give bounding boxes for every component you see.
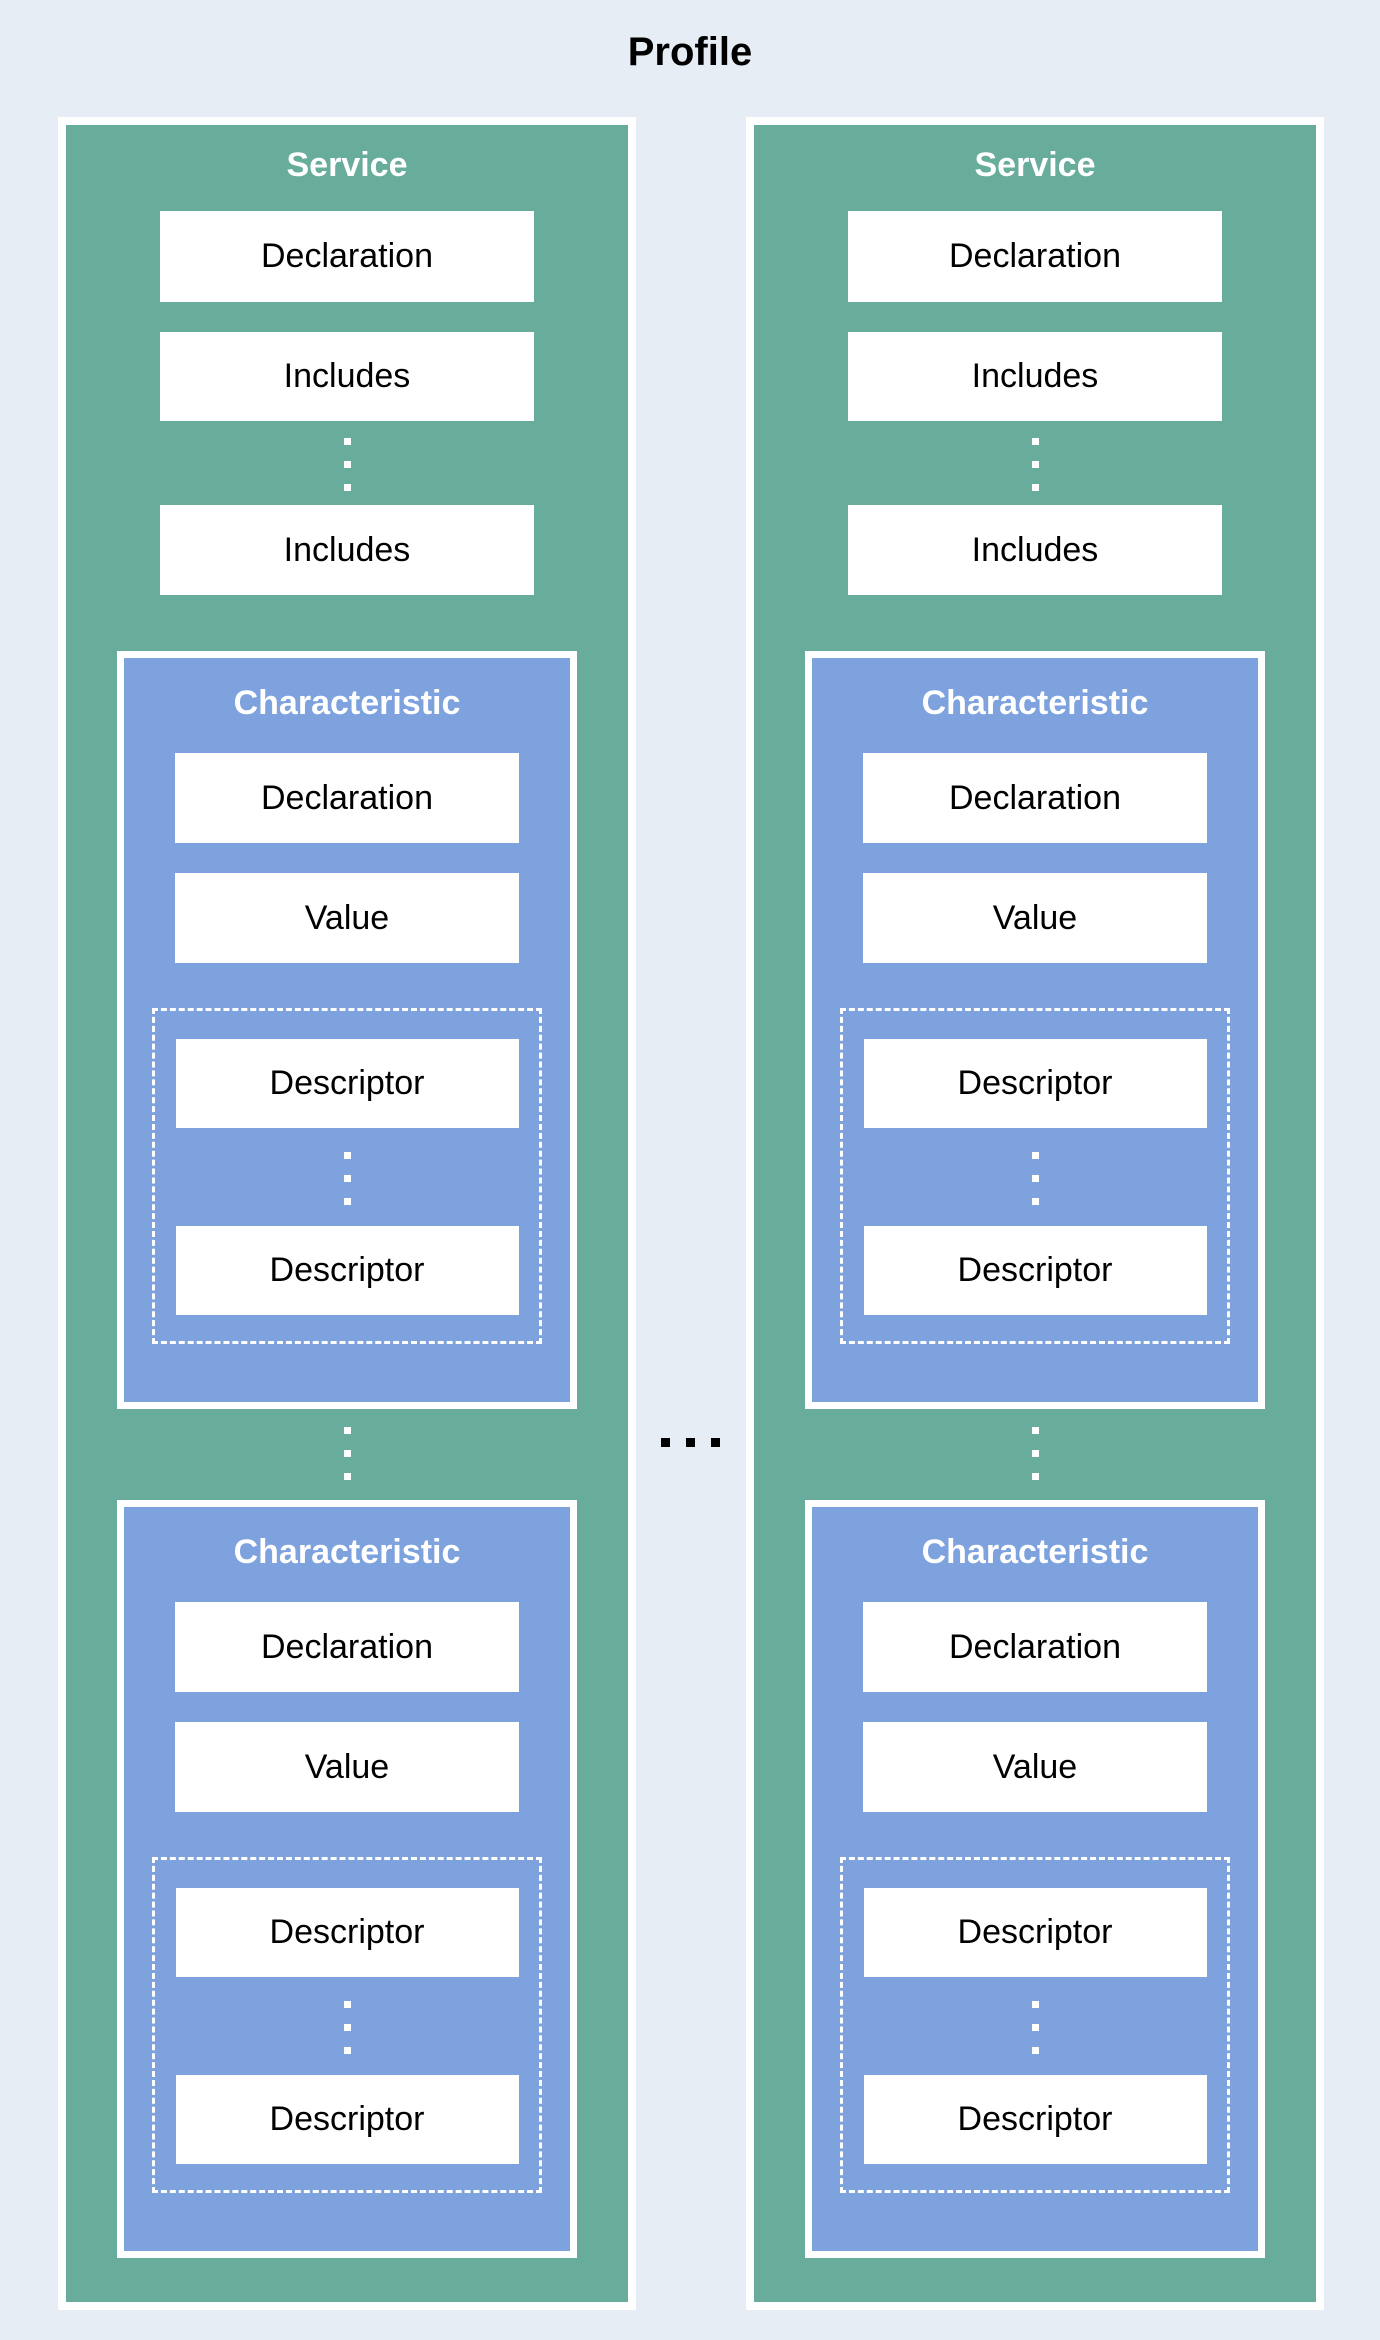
service-includes-box: Includes: [848, 505, 1222, 595]
characteristic-declaration-box: Declaration: [175, 1602, 519, 1692]
descriptor-box: Descriptor: [175, 1888, 519, 1977]
service-header: Service: [286, 146, 408, 184]
ellipsis-dot: [1031, 1427, 1039, 1434]
characteristic-declaration-box: Declaration: [175, 753, 519, 843]
service-includes-box: Includes: [160, 332, 534, 421]
service-includes-box: Includes: [848, 332, 1222, 421]
characteristic-block-2: Characteristic Declaration Value Descrip…: [117, 1500, 577, 2258]
characteristic-header: Characteristic: [233, 1533, 461, 1571]
vertical-ellipsis-icon: [343, 421, 351, 505]
ellipsis-dot: [343, 2001, 351, 2008]
service-panel-1: Service Declaration Includes Includes Ch…: [58, 117, 636, 2310]
ellipsis-dot: [710, 1438, 720, 1447]
characteristic-value-box: Value: [863, 1722, 1207, 1812]
ellipsis-dot: [343, 1427, 351, 1434]
characteristic-declaration-box: Declaration: [863, 1602, 1207, 1692]
profile-title: Profile: [627, 30, 753, 74]
descriptor-group: Descriptor Descriptor: [152, 1857, 542, 2193]
service-includes-box: Includes: [160, 505, 534, 595]
ellipsis-dot: [1031, 1198, 1039, 1205]
ellipsis-dot: [1031, 438, 1039, 445]
ellipsis-dot: [343, 1198, 351, 1205]
vertical-ellipsis-icon: [1031, 421, 1039, 505]
descriptor-group: Descriptor Descriptor: [840, 1008, 1230, 1344]
horizontal-ellipsis-icon: [0, 1438, 1380, 1447]
ellipsis-dot: [343, 1175, 351, 1182]
descriptor-box: Descriptor: [175, 1039, 519, 1128]
vertical-ellipsis-icon: [343, 1977, 351, 2075]
service-declaration-box: Declaration: [848, 211, 1222, 302]
ellipsis-dot: [1031, 461, 1039, 468]
ellipsis-dot: [685, 1438, 695, 1447]
ellipsis-dot: [343, 1473, 351, 1480]
characteristic-value-box: Value: [175, 873, 519, 963]
characteristic-block-2: Characteristic Declaration Value Descrip…: [805, 1500, 1265, 2258]
service-header: Service: [974, 146, 1096, 184]
characteristic-value-box: Value: [175, 1722, 519, 1812]
ellipsis-dot: [1031, 1473, 1039, 1480]
vertical-ellipsis-icon: [1031, 1128, 1039, 1226]
ellipsis-dot: [343, 461, 351, 468]
ellipsis-dot: [1031, 2001, 1039, 2008]
characteristic-header: Characteristic: [233, 684, 461, 722]
characteristic-header: Characteristic: [921, 684, 1149, 722]
service-panel-2: Service Declaration Includes Includes Ch…: [746, 117, 1324, 2310]
descriptor-box: Descriptor: [863, 2075, 1207, 2164]
ellipsis-dot: [1031, 1450, 1039, 1457]
vertical-ellipsis-icon: [1031, 1977, 1039, 2075]
descriptor-box: Descriptor: [863, 1226, 1207, 1315]
ellipsis-dot: [343, 484, 351, 491]
characteristic-header: Characteristic: [921, 1533, 1149, 1571]
ellipsis-dot: [1031, 2024, 1039, 2031]
vertical-ellipsis-icon: [343, 1409, 351, 1500]
descriptor-group: Descriptor Descriptor: [152, 1008, 542, 1344]
ellipsis-dot: [343, 438, 351, 445]
descriptor-group: Descriptor Descriptor: [840, 1857, 1230, 2193]
characteristic-declaration-box: Declaration: [863, 753, 1207, 843]
descriptor-box: Descriptor: [863, 1888, 1207, 1977]
ellipsis-dot: [1031, 484, 1039, 491]
ellipsis-dot: [1031, 1152, 1039, 1159]
descriptor-box: Descriptor: [863, 1039, 1207, 1128]
ellipsis-dot: [343, 2024, 351, 2031]
ellipsis-dot: [343, 2047, 351, 2054]
descriptor-box: Descriptor: [175, 2075, 519, 2164]
ellipsis-dot: [660, 1438, 670, 1447]
vertical-ellipsis-icon: [343, 1128, 351, 1226]
ellipsis-dot: [343, 1152, 351, 1159]
characteristic-block-1: Characteristic Declaration Value Descrip…: [117, 651, 577, 1409]
characteristic-block-1: Characteristic Declaration Value Descrip…: [805, 651, 1265, 1409]
characteristic-value-box: Value: [863, 873, 1207, 963]
ellipsis-dot: [343, 1450, 351, 1457]
vertical-ellipsis-icon: [1031, 1409, 1039, 1500]
ellipsis-dot: [1031, 2047, 1039, 2054]
descriptor-box: Descriptor: [175, 1226, 519, 1315]
service-declaration-box: Declaration: [160, 211, 534, 302]
ellipsis-dot: [1031, 1175, 1039, 1182]
